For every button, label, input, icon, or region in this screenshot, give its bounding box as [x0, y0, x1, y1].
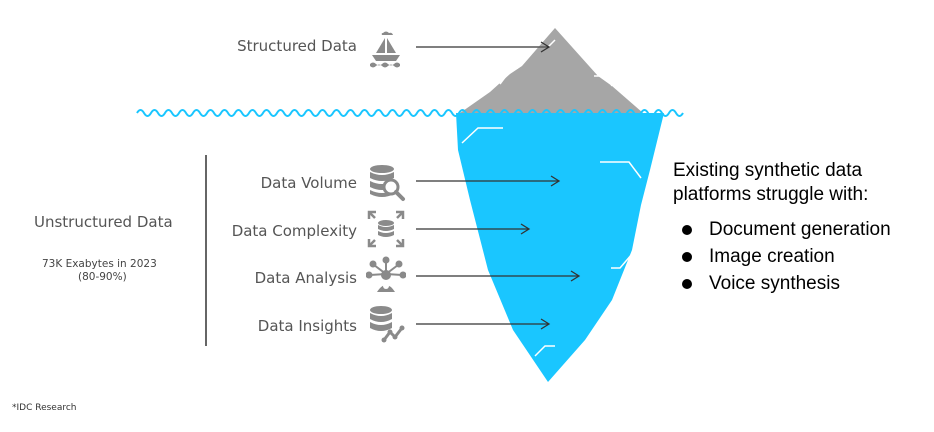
unstructured-data-label: Unstructured Data [34, 213, 173, 231]
arrow-data-insights [416, 318, 551, 330]
analysis-network-icon [366, 256, 406, 292]
water-line [136, 109, 684, 117]
arrows [416, 41, 581, 330]
bullet-item: Document generation [675, 216, 891, 243]
bullet-item: Image creation [675, 243, 891, 270]
iceberg-highlights [461, 127, 642, 357]
sailing-ship-icon [370, 31, 400, 68]
unstructured-stat: 73K Exabytes in 2023 [42, 258, 157, 270]
arrow-data-volume [416, 175, 561, 187]
callout-bullet-list: Document generation Image creation Voice… [675, 216, 891, 297]
database-search-icon [370, 165, 405, 201]
bullet-item: Voice synthesis [675, 270, 891, 297]
database-expand-icon [367, 210, 405, 248]
callout-title: Existing synthetic data platforms strugg… [673, 160, 869, 205]
data-complexity-label: Data Complexity [231, 222, 357, 240]
iceberg-peak [460, 28, 643, 113]
arrow-data-analysis [416, 270, 581, 282]
arrow-data-complexity [416, 223, 531, 235]
data-analysis-label: Data Analysis [254, 269, 357, 287]
unstructured-stat-pct: (80-90%) [78, 271, 127, 283]
iceberg-underwater [456, 113, 664, 382]
data-insights-label: Data Insights [257, 317, 357, 335]
data-volume-label: Data Volume [260, 174, 357, 192]
arrow-structured-data [416, 41, 551, 53]
structured-data-label: Structured Data [237, 37, 357, 55]
database-chart-icon [370, 306, 405, 343]
footnote: *IDC Research [12, 403, 77, 413]
